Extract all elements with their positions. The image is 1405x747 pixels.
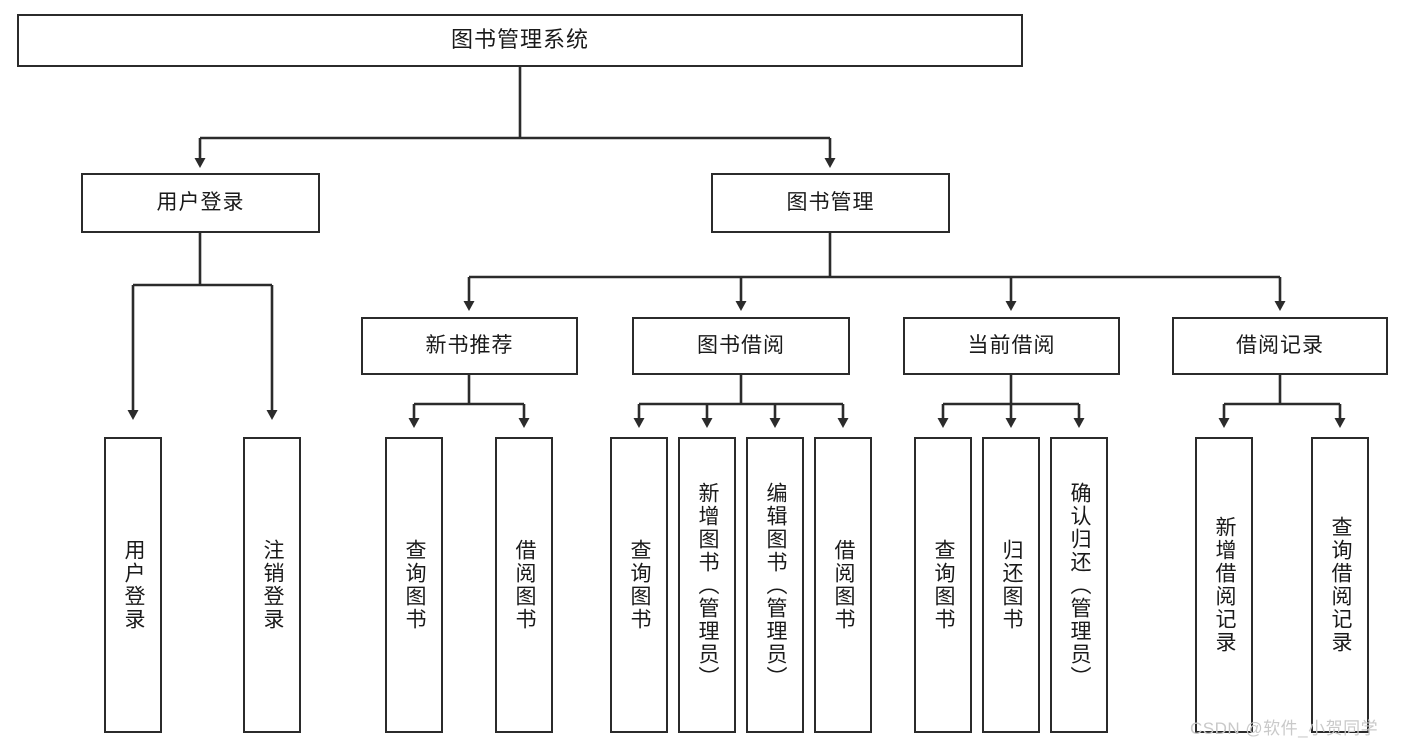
node-leaf-query-book-2-label: 查询图书 [628, 539, 651, 631]
node-leaf-logout-login[interactable]: 注销登录 [243, 437, 301, 733]
csdn-watermark: CSDN @软件_小贺同学 [1190, 719, 1379, 738]
node-leaf-query-book-1[interactable]: 查询图书 [385, 437, 443, 733]
node-leaf-borrow-book-1[interactable]: 借阅图书 [495, 437, 553, 733]
node-user-login-label: 用户登录 [156, 191, 245, 215]
node-leaf-edit-book[interactable]: 编辑图书（管理员） [746, 437, 804, 733]
node-leaf-user-login-label: 用户登录 [122, 539, 145, 631]
node-book-borrow-label: 图书借阅 [697, 334, 785, 358]
node-leaf-add-record-label: 新增借阅记录 [1213, 516, 1236, 654]
node-leaf-query-book-3-label: 查询图书 [932, 539, 955, 631]
node-leaf-query-book-3[interactable]: 查询图书 [914, 437, 972, 733]
node-leaf-add-book-label: 新增图书（管理员） [696, 481, 719, 689]
node-leaf-confirm-return[interactable]: 确认归还（管理员） [1050, 437, 1108, 733]
node-borrow-record-label: 借阅记录 [1236, 334, 1324, 358]
node-leaf-return-book[interactable]: 归还图书 [982, 437, 1040, 733]
node-leaf-user-login[interactable]: 用户登录 [104, 437, 162, 733]
node-book-manage[interactable]: 图书管理 [711, 173, 950, 233]
node-leaf-edit-book-label: 编辑图书（管理员） [764, 481, 787, 689]
node-leaf-query-book-2[interactable]: 查询图书 [610, 437, 668, 733]
node-leaf-query-record-label: 查询借阅记录 [1329, 516, 1352, 654]
node-root[interactable]: 图书管理系统 [17, 14, 1023, 67]
node-leaf-query-book-1-label: 查询图书 [403, 539, 426, 631]
node-leaf-borrow-book-2-label: 借阅图书 [832, 539, 855, 631]
node-leaf-confirm-return-label: 确认归还（管理员） [1068, 481, 1091, 689]
node-new-book-recommend[interactable]: 新书推荐 [361, 317, 578, 375]
node-book-borrow[interactable]: 图书借阅 [632, 317, 850, 375]
node-current-borrow[interactable]: 当前借阅 [903, 317, 1120, 375]
node-leaf-add-record[interactable]: 新增借阅记录 [1195, 437, 1253, 733]
node-leaf-query-record[interactable]: 查询借阅记录 [1311, 437, 1369, 733]
node-new-book-recommend-label: 新书推荐 [425, 334, 514, 358]
node-leaf-logout-login-label: 注销登录 [261, 539, 284, 631]
node-leaf-return-book-label: 归还图书 [1000, 539, 1023, 631]
node-book-manage-label: 图书管理 [786, 191, 875, 215]
node-current-borrow-label: 当前借阅 [967, 334, 1056, 358]
node-leaf-borrow-book-2[interactable]: 借阅图书 [814, 437, 872, 733]
node-root-label: 图书管理系统 [450, 27, 589, 53]
node-leaf-add-book[interactable]: 新增图书（管理员） [678, 437, 736, 733]
node-user-login[interactable]: 用户登录 [81, 173, 320, 233]
node-borrow-record[interactable]: 借阅记录 [1172, 317, 1388, 375]
node-leaf-borrow-book-1-label: 借阅图书 [513, 539, 536, 631]
